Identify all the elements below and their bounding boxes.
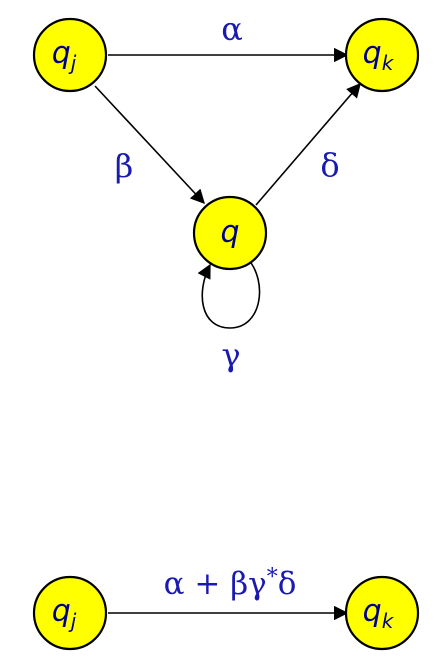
state-qk-reduced-subscript: k bbox=[382, 609, 395, 633]
state-qj-subscript: j bbox=[68, 51, 77, 75]
svg-text:qk: qk bbox=[363, 594, 395, 633]
state-q: q bbox=[192, 195, 268, 271]
state-qk: qk bbox=[344, 17, 420, 93]
label-alpha: α bbox=[164, 566, 185, 602]
state-qk-reduced: qk bbox=[344, 575, 420, 651]
state-qj-reduced-subscript: j bbox=[68, 609, 77, 633]
svg-text:qk: qk bbox=[363, 36, 395, 75]
state-qk-base: q bbox=[363, 36, 382, 71]
label-star: * bbox=[267, 565, 278, 590]
state-qj-base: q bbox=[52, 36, 71, 71]
svg-text:qj: qj bbox=[52, 36, 77, 75]
reduced-edge-label: α + βγ*δ bbox=[164, 565, 297, 602]
edge-label-gamma: γ bbox=[221, 336, 240, 374]
state-qj: qj bbox=[32, 17, 108, 93]
label-beta: β bbox=[230, 566, 248, 602]
state-q-label: q bbox=[220, 215, 239, 250]
state-qk-reduced-base: q bbox=[363, 594, 382, 629]
svg-text:qj: qj bbox=[52, 594, 77, 633]
state-qk-subscript: k bbox=[382, 51, 395, 75]
edge-label-alpha: α bbox=[221, 10, 243, 48]
edge-label-delta: δ bbox=[320, 146, 339, 184]
label-plus: + bbox=[194, 566, 220, 602]
edge-qj-to-q bbox=[94, 85, 205, 205]
label-gamma: γ bbox=[248, 566, 267, 602]
state-qj-reduced: qj bbox=[32, 575, 108, 651]
bottom-diagram: α + βγ*δ qj qk bbox=[32, 565, 420, 651]
edge-label-beta: β bbox=[115, 147, 134, 185]
edge-q-self-loop bbox=[197, 258, 261, 329]
state-qj-reduced-base: q bbox=[52, 594, 71, 629]
edge-q-to-qk bbox=[255, 82, 361, 206]
label-delta: δ bbox=[278, 566, 297, 602]
top-diagram: α β δ γ qj qk q bbox=[32, 10, 420, 374]
